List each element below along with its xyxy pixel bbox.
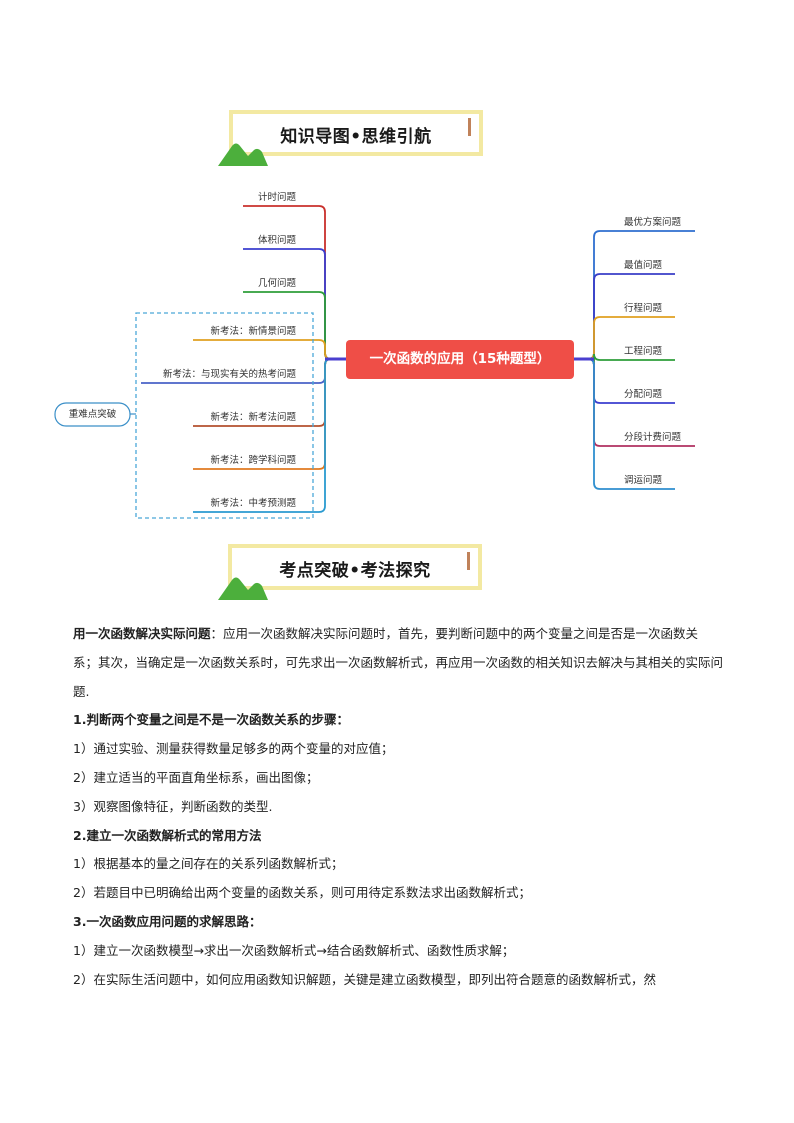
mindmap-node-left: 新考法：新情景问题 xyxy=(210,326,296,337)
mindmap-node-left: 计时问题 xyxy=(257,192,296,203)
section-2-item: 2）若题目中已明确给出两个变量的函数关系，则可用待定系数法求出函数解析式； xyxy=(73,885,531,901)
mindmap-node-right: 最优方案问题 xyxy=(624,217,682,228)
section-3-title: 3.一次函数应用问题的求解思路： xyxy=(73,913,262,929)
mountain-icon xyxy=(218,143,268,166)
group-label: 重难点突破 xyxy=(68,409,117,420)
intro-text: ：应用一次函数解决实际问题时，首先，要判断问题中的两个变量之间是否是一次函数关系… xyxy=(73,626,724,699)
section-3-item: 2）在实际生活问题中，如何应用函数知识解题，关键是建立函数模型，即列出符合题意的… xyxy=(73,971,656,987)
banner-knowledge-map: 知识导图•思维引航 xyxy=(229,110,483,156)
mindmap-diagram xyxy=(54,205,695,519)
mindmap-node-left: 新考法：中考预测题 xyxy=(210,498,296,509)
mindmap-branch-left xyxy=(243,248,346,360)
mindmap-center-node: 一次函数的应用（15种题型） xyxy=(346,340,574,379)
group-dashed-box xyxy=(135,312,314,519)
mindmap-node-right: 工程问题 xyxy=(624,346,663,357)
mindmap-node-right: 行程问题 xyxy=(624,303,663,314)
section-3-item: 1）建立一次函数模型→求出一次函数解析式→结合函数解析式、函数性质求解； xyxy=(73,942,515,958)
section-1-title: 1.判断两个变量之间是不是一次函数关系的步骤： xyxy=(73,712,349,728)
mindmap-node-right: 分段计费问题 xyxy=(624,432,682,443)
section-1-item: 3）观察图像特征，判断函数的类型. xyxy=(73,798,273,814)
mindmap-node-left: 新考法：跨学科问题 xyxy=(210,455,296,466)
section-2-title: 2.建立一次函数解析式的常用方法 xyxy=(73,827,262,843)
section-1-item: 1）通过实验、测量获得数量足够多的两个变量的对应值； xyxy=(73,741,394,757)
mindmap-node-left: 体积问题 xyxy=(257,235,296,246)
banner-decoration xyxy=(468,118,471,136)
mindmap-node-left: 新考法：新考法问题 xyxy=(210,412,296,423)
mindmap-branch-right xyxy=(574,358,675,490)
mindmap-node-right: 分配问题 xyxy=(624,389,663,400)
mindmap-branch-left xyxy=(193,339,346,360)
content-body: 用一次函数解决实际问题：应用一次函数解决实际问题时，首先，要判断问题中的两个变量… xyxy=(73,620,723,994)
banner-title: 知识导图•思维引航 xyxy=(280,127,432,147)
mindmap-node-right: 最值问题 xyxy=(624,260,663,271)
intro-bold: 用一次函数解决实际问题 xyxy=(73,626,211,641)
section-2-item: 1）根据基本的量之间存在的关系列函数解析式； xyxy=(73,856,344,872)
mindmap-branch-right xyxy=(574,230,695,360)
mindmap-node-left: 几何问题 xyxy=(257,278,296,289)
mountain-icon xyxy=(218,577,268,600)
intro-paragraph: 用一次函数解决实际问题：应用一次函数解决实际问题时，首先，要判断问题中的两个变量… xyxy=(73,620,723,706)
banner-decoration xyxy=(467,552,470,570)
banner-title: 考点突破•考法探究 xyxy=(279,561,431,581)
mindmap-node-right: 调运问题 xyxy=(624,475,663,486)
mindmap-node-left: 新考法：与现实有关的热考问题 xyxy=(162,369,296,380)
banner-exam-points: 考点突破•考法探究 xyxy=(228,544,482,590)
section-1-item: 2）建立适当的平面直角坐标系，画出图像； xyxy=(73,769,319,785)
